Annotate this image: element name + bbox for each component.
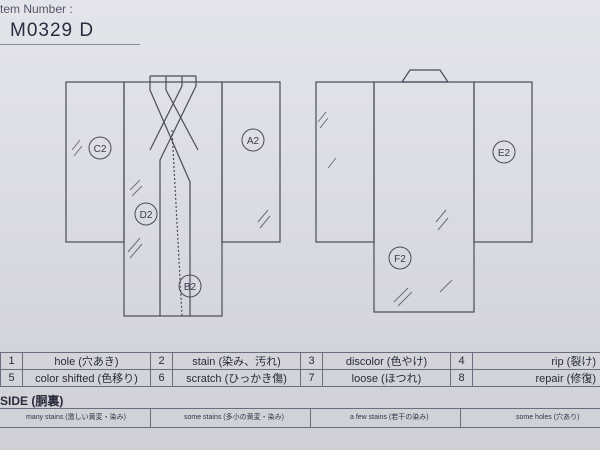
legend-label: loose (ほつれ) bbox=[322, 369, 451, 387]
cell-divider bbox=[310, 409, 311, 427]
legend-label: color shifted (色移り) bbox=[22, 369, 151, 387]
cell-divider bbox=[150, 409, 151, 427]
kimono-diagram: C2 A2 D2 B2 E2 F2 bbox=[65, 69, 533, 317]
inside-condition-cell: many stains (激しい黄変・染み) bbox=[26, 414, 126, 421]
legend-num: 5 bbox=[0, 369, 23, 387]
legend-row-2: 5 color shifted (色移り) 6 scratch (ひっかき傷) … bbox=[0, 369, 600, 387]
marker-c2 bbox=[88, 136, 112, 160]
item-number-value: M0329 D bbox=[10, 20, 95, 41]
marker-d2-label: D2 bbox=[140, 210, 153, 221]
inside-condition-cell: some holes (穴あり) bbox=[516, 414, 580, 421]
legend-label: discolor (色やけ) bbox=[322, 352, 451, 370]
legend-num: 2 bbox=[150, 352, 173, 370]
legend-label: stain (染み、汚れ) bbox=[172, 352, 301, 370]
marker-f2 bbox=[388, 246, 412, 270]
legend-label: scratch (ひっかき傷) bbox=[172, 369, 301, 387]
legend-num: 6 bbox=[150, 369, 173, 387]
legend-label: rip (裂け) bbox=[472, 352, 600, 370]
inside-condition-cell: some stains (多小の黄変・染み) bbox=[184, 414, 284, 421]
inside-condition-row: many stains (激しい黄変・染み) some stains (多小の黄… bbox=[0, 408, 600, 428]
legend-num: 3 bbox=[300, 352, 323, 370]
legend-label: repair (修復) bbox=[472, 369, 600, 387]
hatch-marks bbox=[71, 111, 453, 307]
item-number-label: tem Number : bbox=[0, 2, 73, 16]
cell-divider bbox=[460, 409, 461, 427]
legend-num: 1 bbox=[0, 352, 23, 370]
item-number-underline bbox=[0, 44, 140, 45]
marker-f2-label: F2 bbox=[394, 254, 406, 265]
inside-section-title: SIDE (胴裏) bbox=[0, 394, 64, 408]
defect-legend-table: 1 hole (穴あき) 2 stain (染み、汚れ) 3 discolor … bbox=[0, 352, 600, 387]
legend-num: 7 bbox=[300, 369, 323, 387]
back-kimono-outline bbox=[315, 69, 533, 313]
marker-b2-label: B2 bbox=[184, 282, 197, 293]
front-kimono-outline bbox=[65, 75, 281, 317]
marker-b2 bbox=[178, 274, 202, 298]
legend-row-1: 1 hole (穴あき) 2 stain (染み、汚れ) 3 discolor … bbox=[0, 352, 600, 370]
marker-a2-label: A2 bbox=[247, 136, 260, 147]
marker-a2 bbox=[241, 128, 265, 152]
legend-num: 4 bbox=[450, 352, 473, 370]
inside-condition-cell: a few stains (若干の染み) bbox=[350, 414, 429, 421]
marker-c2-label: C2 bbox=[94, 144, 107, 155]
marker-e2 bbox=[492, 140, 516, 164]
marker-e2-label: E2 bbox=[498, 148, 511, 159]
marker-d2 bbox=[134, 202, 158, 226]
legend-num: 8 bbox=[450, 369, 473, 387]
legend-label: hole (穴あき) bbox=[22, 352, 151, 370]
